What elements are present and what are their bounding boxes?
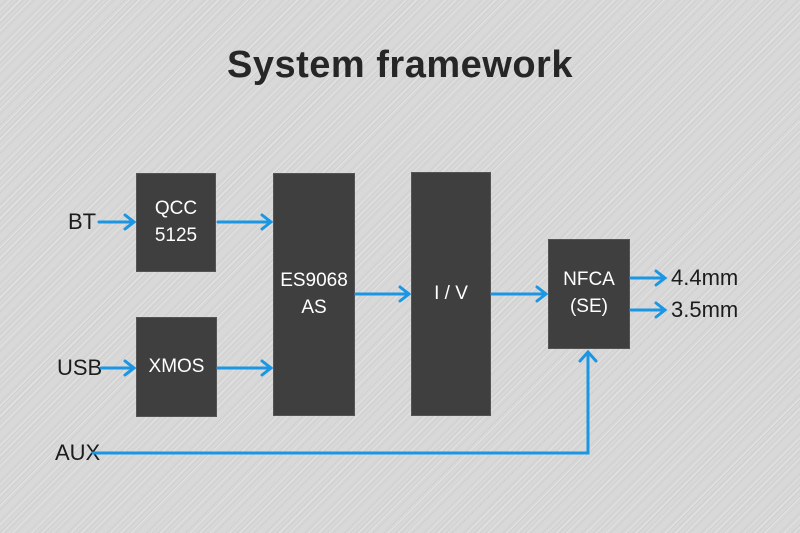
diagram-title: System framework (227, 44, 573, 86)
arrow-amp-to-35mm-head (654, 301, 668, 319)
block-qcc5125-label: QCC 5125 (154, 197, 198, 246)
arrow-usb-to-xmos-head (123, 359, 137, 377)
block-xmos: XMOS (136, 317, 217, 417)
block-iv-converter: I / V (411, 172, 491, 416)
block-es9068as-label: ES9068 AS (280, 269, 348, 318)
block-qcc5125: QCC 5125 (136, 173, 216, 272)
output-label-4-4mm: 4.4mm (671, 265, 739, 290)
arrow-iv-to-amp-head (535, 285, 549, 303)
arrow-qcc-to-dac-head (260, 213, 274, 231)
output-label-3-5mm: 3.5mm (671, 297, 739, 322)
input-label-usb: USB (57, 355, 103, 380)
arrow-amp-to-44mm-head (654, 269, 668, 287)
arrow-aux-to-amp-head (578, 349, 598, 363)
block-es9068as: ES9068 AS (273, 173, 355, 416)
input-label-bt: BT (68, 209, 97, 234)
arrow-xmos-to-dac-head (260, 359, 274, 377)
block-iv-converter-label: I / V (434, 282, 468, 304)
arrow-dac-to-iv-head (398, 285, 412, 303)
block-xmos-label: XMOS (148, 355, 205, 377)
arrow-bt-to-qcc-head (123, 213, 137, 231)
block-nfca-se: NFCA (SE) (548, 239, 630, 349)
arrow-aux-to-amp-line (91, 354, 590, 455)
block-nfca-se-label: NFCA (SE) (563, 269, 615, 317)
